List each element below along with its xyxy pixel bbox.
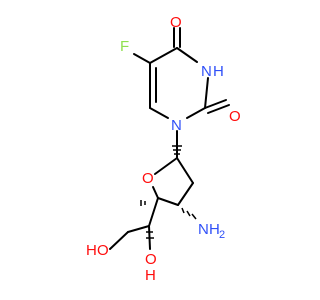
atom-o-top: O [170,14,182,31]
atom-n3: N [201,63,212,80]
bond-n3-c2 [204,77,209,109]
atom-nh2-h: H [209,221,220,238]
atom-f: F [120,38,129,55]
molecule-canvas: O F N H O N O N H 2 H O O H [86,14,241,284]
bond-c2-o [204,99,227,109]
hashed-bond-layer [140,145,197,239]
atom-oh2-o: O [145,251,157,268]
bond-c1-c2 [176,157,194,184]
atom-label-layer: O F N H O N O N H 2 H O O H [86,14,241,284]
hash-c3 [191,213,197,220]
bond-c2-n1 [186,107,206,119]
atom-oh1-h: H [86,242,97,259]
atom-nh2-n: N [198,221,209,238]
hash-c3 [181,207,185,214]
bond-c2-c3 [177,182,194,206]
atom-nh2-sub: 2 [219,229,225,241]
atom-n1: N [171,117,182,134]
bond-c4-oring [152,186,159,199]
bond-c3-c4 [157,197,179,206]
bond-c6-o [109,231,129,250]
molecule-structure: O F N H O N O N H 2 H O O H [86,14,241,284]
bond-oring-c1 [154,157,178,175]
bond-c4-c5 [148,197,159,227]
atom-oh1-o: O [97,242,109,259]
bond-c4-n3 [176,47,198,63]
bond-layer [109,27,230,250]
atom-o-ring: O [142,170,154,187]
atom-n3-h: H [213,63,224,80]
bond-c5-c4 [149,47,178,64]
atom-o-right: O [229,108,241,125]
bond-n1-c6 [149,107,169,119]
hash-c3 [186,210,191,217]
bond-c5-f [133,53,151,64]
atom-oh2-h: H [145,267,156,284]
bond-c2-o-double [207,104,230,114]
bond-c5-c6 [127,225,150,233]
